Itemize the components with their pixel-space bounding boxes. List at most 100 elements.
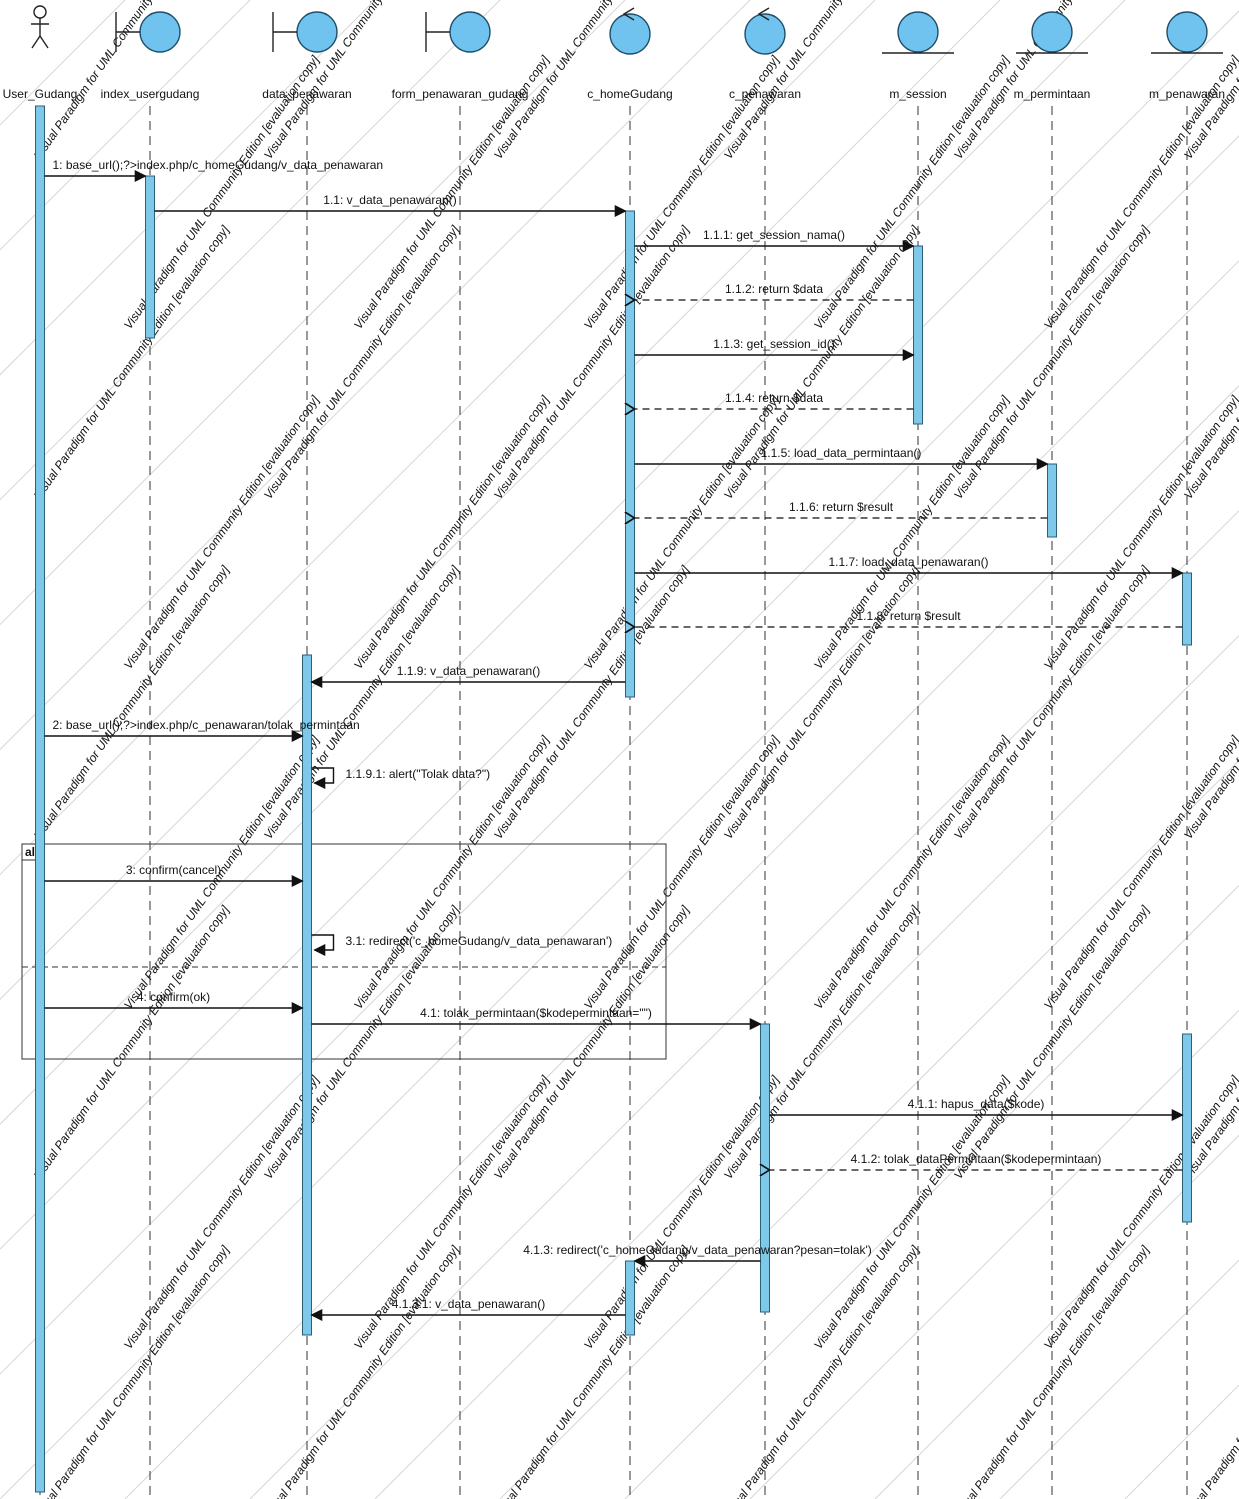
message: 1.1.9.1: alert("Tolak data?")	[311, 767, 491, 789]
entity-icon	[1031, 11, 1073, 53]
watermark-stripe	[0, 0, 626, 626]
message-label: 1.1.2: return $data	[725, 282, 823, 296]
message-label: 1.1.3: get_session_id()	[713, 337, 834, 351]
watermark-text: Visual Paradigm for UML Community Editio…	[351, 393, 552, 672]
lifeline-head-cp: c_penawaran	[729, 7, 801, 101]
watermark-text: Visual Paradigm for UML Community Editio…	[31, 903, 232, 1182]
lifeline-head-mpn: m_penawaran	[1149, 11, 1225, 101]
activations	[35, 105, 1192, 1493]
message-label: 4.1.3: redirect('c_homeGudang/v_data_pen…	[523, 1243, 871, 1257]
activation-mpn	[1182, 572, 1192, 646]
lifeline-name: m_permintaan	[1014, 87, 1091, 101]
lifeline-head-dp: data_penawaran	[262, 11, 352, 101]
watermark-text: Visual Paradigm for UML Community Editio…	[261, 1243, 462, 1499]
message-label: 4: confirm(ok)	[137, 990, 210, 1004]
message-label: 3: confirm(cancel)	[126, 863, 221, 877]
message: 4: confirm(ok)	[44, 990, 304, 1014]
activation-dp	[302, 654, 312, 1336]
boundary-icon	[139, 11, 181, 53]
message-label: 1.1.1: get_session_nama()	[703, 228, 845, 242]
watermark-stripe	[0, 0, 751, 751]
message-label: 4.1.1: hapus_data($kode)	[908, 1097, 1045, 1111]
watermark-text: Visual Paradigm for UML Community Editio…	[491, 1243, 692, 1499]
self-message-arrow	[311, 767, 335, 789]
message-label: 1.1.9.1: alert("Tolak data?")	[346, 767, 491, 781]
message-label: 4.1.3.1: v_data_penawaran()	[392, 1297, 545, 1311]
message: 1.1.1: get_session_nama()	[634, 228, 915, 252]
watermark-stripe	[0, 0, 501, 501]
message-label: 3.1: redirect('c_homeGudang/v_data_penaw…	[346, 934, 613, 948]
watermark-text: Visual Paradigm for UML Community Editio…	[31, 223, 232, 502]
watermark-text: Visual Paradigm for UML Community Editio…	[811, 393, 1012, 672]
lifeline-name: User_Gudang	[3, 87, 78, 101]
message-label: 1.1.8: return $result	[856, 609, 961, 623]
message-label: 4.1: tolak_permintaan($kodepermintaan=""…	[420, 1006, 652, 1020]
lifeline-heads: User_Gudang index_usergudang data_penawara…	[3, 5, 1225, 101]
message: 1.1.5: load_data_permintaan()	[634, 446, 1049, 470]
message-label: 1.1.7: load_data_penawaran()	[828, 555, 988, 569]
watermark-stripe	[0, 0, 1126, 1125]
entity-icon	[897, 11, 939, 53]
lifeline-name: index_usergudang	[101, 87, 200, 101]
watermark-stripe	[124, 385, 1239, 1499]
message: 1.1.4: return $data	[635, 391, 914, 409]
watermark-stripe	[499, 759, 1239, 1499]
lifeline-head-mpm: m_permintaan	[1014, 11, 1091, 101]
alt-frame-border	[21, 843, 667, 1060]
lifeline-name: m_penawaran	[1149, 87, 1225, 101]
watermark-stripe	[874, 1134, 1239, 1499]
lifeline-head-chg: c_homeGudang	[587, 7, 673, 101]
message: 2: base_url();?>index.php/c_penawaran/to…	[44, 718, 360, 742]
message-label: 4.1.2: tolak_dataPermintaan($kodepermint…	[851, 1152, 1102, 1166]
message: 3: confirm(cancel)	[44, 863, 304, 887]
watermark-text: Visual Paradigm for UML Community Editio…	[1181, 1243, 1239, 1499]
message: 1: base_url();?>index.php/c_homeGudang/v…	[44, 158, 383, 182]
message: 4.1.3: redirect('c_homeGudang/v_data_pen…	[523, 1243, 872, 1267]
watermark-text: Visual Paradigm for UML Community Editio…	[261, 223, 462, 502]
watermark-text: Visual Paradigm for UML Community Editio…	[491, 563, 692, 842]
message-label: 2: base_url();?>index.php/c_penawaran/to…	[53, 718, 360, 732]
watermark-stripe	[624, 884, 1239, 1499]
alt-fragment: alt	[21, 843, 667, 1060]
message: 1.1.3: get_session_id()	[634, 337, 915, 361]
watermark-text: Visual Paradigm for UML Community Editio…	[581, 393, 782, 672]
activation-chg	[625, 210, 635, 698]
message: 3.1: redirect('c_homeGudang/v_data_penaw…	[311, 934, 613, 956]
watermark-text: Visual Paradigm for UML Community Editio…	[121, 393, 322, 672]
boundary-icon	[449, 11, 491, 53]
watermark-stripe	[749, 1009, 1239, 1499]
message: 1.1.9: v_data_penawaran()	[310, 664, 626, 688]
watermark-text: Visual Paradigm for UML Community Editio…	[1041, 733, 1239, 1012]
watermark-stripe	[0, 0, 376, 376]
message: 4.1.3.1: v_data_penawaran()	[310, 1297, 626, 1321]
lifeline-name: form_penawaran_gudang	[392, 87, 529, 101]
lifeline-head-ms: m_session	[882, 11, 954, 101]
watermark-text: Visual Paradigm for UML Community Editio…	[811, 733, 1012, 1012]
message-label: 1.1.6: return $result	[789, 500, 894, 514]
watermark-text: Visual Paradigm for UML Community Editio…	[31, 563, 232, 842]
lifeline-name: c_penawaran	[729, 87, 801, 101]
message-label: 1.1.5: load_data_permintaan()	[761, 446, 922, 460]
lifeline-head-fpg: form_penawaran_gudang	[392, 11, 529, 101]
activation-mpm	[1047, 463, 1057, 538]
control-icon	[744, 13, 786, 55]
self-message-arrow	[311, 934, 335, 956]
actor-icon	[33, 5, 47, 19]
lifeline-name: m_session	[889, 87, 946, 101]
message: 1.1.2: return $data	[635, 282, 914, 300]
activation-idx	[145, 175, 155, 339]
control-icon	[609, 13, 651, 55]
message: 1.1: v_data_penawaran()	[154, 193, 627, 217]
lifeline-name: c_homeGudang	[587, 87, 672, 101]
watermark-text: Visual Paradigm for UML Community Editio…	[721, 1243, 922, 1499]
message-label: 1.1: v_data_penawaran()	[323, 193, 456, 207]
watermark-stripe	[374, 634, 1239, 1499]
lifeline-name: data_penawaran	[262, 87, 351, 101]
watermark-text: Visual Paradigm for UML Community Editio…	[491, 223, 692, 502]
watermark-text: Visual Paradigm for UML Community Editio…	[31, 1243, 232, 1499]
watermark-text: Visual Paradigm for UML Community Editio…	[121, 1073, 322, 1352]
activation-chg	[625, 1260, 635, 1336]
